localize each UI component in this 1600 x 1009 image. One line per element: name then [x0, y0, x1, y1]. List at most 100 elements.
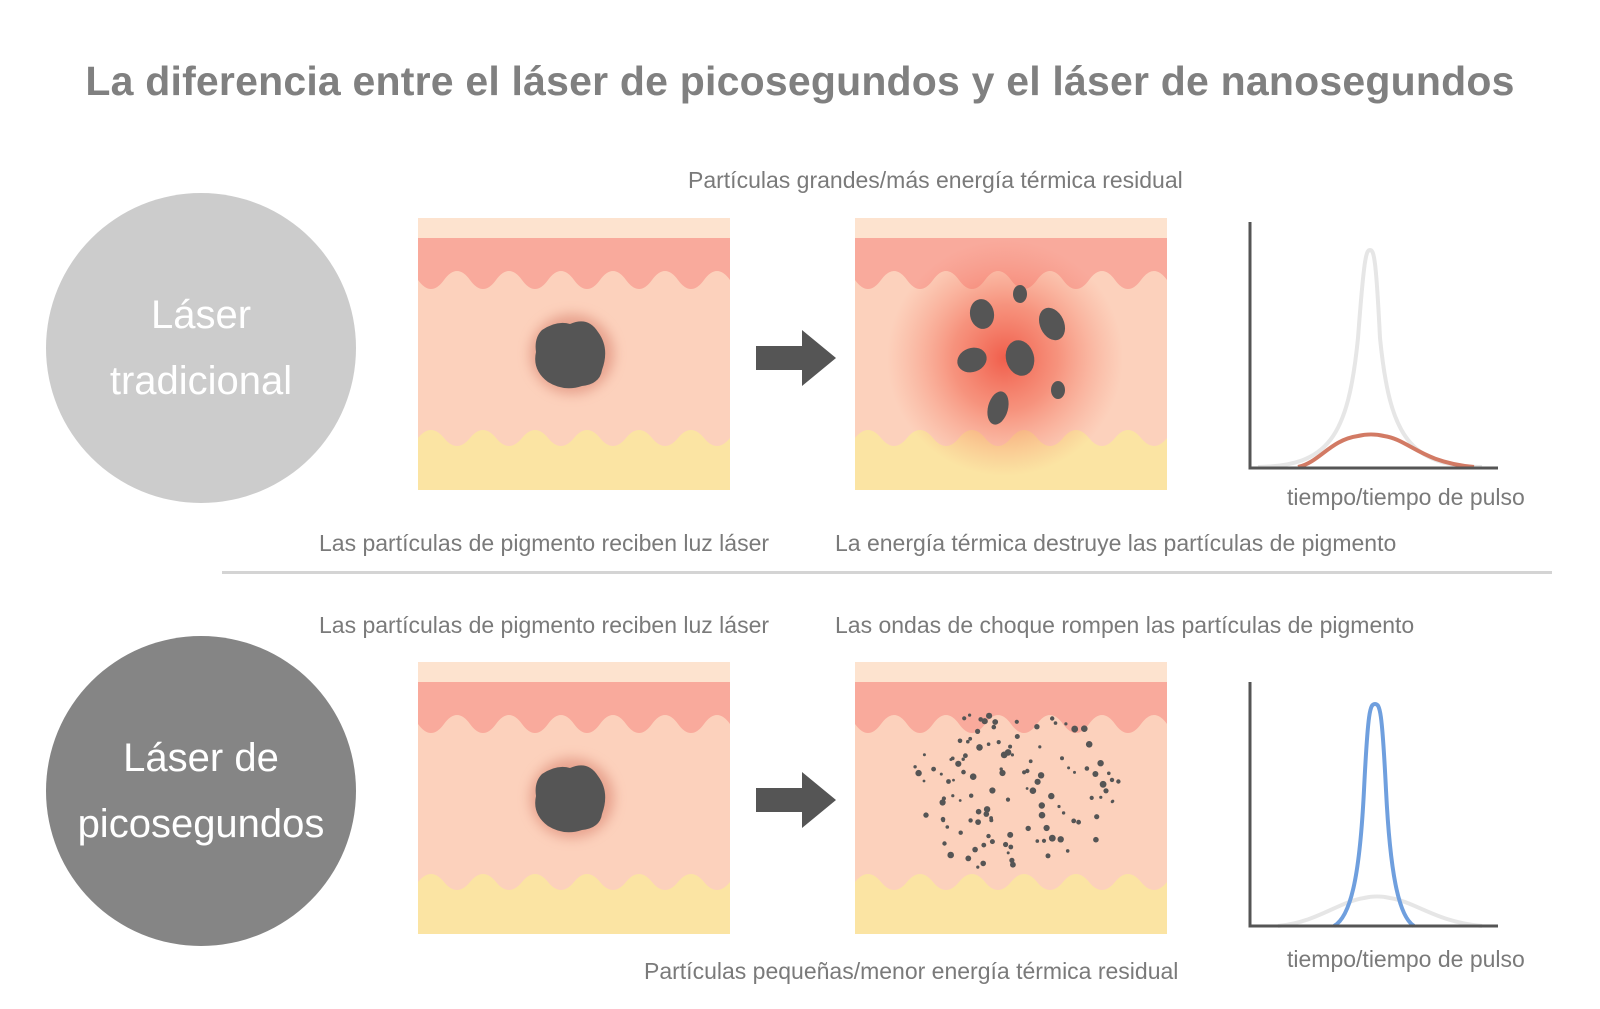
pigment-fragment	[1085, 741, 1093, 748]
pigment-fragment	[1072, 728, 1077, 733]
pigment-fragment	[1045, 853, 1051, 859]
pigment-fragment	[1038, 745, 1042, 749]
pigment-fragment	[1099, 780, 1107, 788]
pigment-fragment	[915, 769, 922, 777]
pigment-fragment	[992, 719, 999, 725]
pigment-fragment	[986, 742, 991, 746]
pigment-fragment	[986, 712, 993, 719]
pigment-fragment	[952, 778, 955, 782]
caption-thermal-destroys: La energía térmica destruye las partícul…	[835, 530, 1397, 556]
pigment-fragment	[922, 753, 926, 757]
pigment-fragment	[1048, 834, 1056, 842]
pigment-fragment	[1060, 756, 1064, 761]
pigment-fragment	[1008, 844, 1014, 850]
pigment-fragment	[1057, 804, 1061, 809]
pigment-fragment	[969, 793, 974, 798]
pigment-fragment	[955, 760, 962, 767]
pigment-fragment	[1035, 839, 1040, 843]
pigment-fragment	[966, 739, 970, 744]
page-title: La diferencia entre el láser de picosegu…	[85, 58, 1515, 104]
pigment-fragment	[942, 841, 947, 846]
pigment-fragment	[1010, 753, 1014, 757]
pigment-fragment	[1089, 795, 1094, 800]
caption-shockwave-breaks: Las ondas de choque rompen las partícula…	[835, 612, 1415, 638]
pigment-fragment	[975, 819, 981, 825]
pigment-fragment	[947, 851, 954, 859]
pigment-fragment	[1092, 771, 1099, 777]
pigment-fragment	[1035, 779, 1039, 783]
pigment-fragment	[968, 736, 973, 741]
pigment-fragment	[1061, 811, 1066, 815]
pigment-fragment	[958, 830, 963, 835]
pigment-fragment	[1038, 802, 1045, 809]
pigment-fragment	[999, 767, 1003, 771]
pigment-fragment	[965, 855, 972, 862]
picosecond-laser-circle: Láser de picosegundos	[46, 636, 356, 946]
pigment-fragment	[1094, 814, 1100, 820]
picosecond-laser-label-line2: picosegundos	[77, 802, 325, 846]
pigment-fragment	[950, 756, 955, 761]
pigment-particle-large	[535, 765, 606, 833]
graph-xlabel-picosecond: tiempo/tiempo de pulso	[1287, 946, 1525, 972]
picosecond-laser-label-line1: Láser de	[123, 736, 279, 780]
epidermis-wave-layer	[418, 238, 730, 289]
pigment-fragment	[939, 772, 943, 776]
pigment-fragment	[1073, 770, 1076, 774]
pigment-fragment	[980, 860, 986, 867]
pigment-fragment	[972, 846, 978, 853]
pigment-fragment	[1005, 797, 1011, 802]
pigment-fragment	[1109, 777, 1115, 783]
pigment-fragment	[940, 816, 946, 822]
pigment-fragment	[1099, 795, 1103, 799]
pigment-fragment	[945, 825, 950, 829]
pulse-curve-nanosecond	[1297, 432, 1475, 469]
right-arrow-icon	[756, 330, 836, 386]
pigment-fragment	[1025, 787, 1029, 790]
section-divider	[222, 571, 1552, 574]
pigment-fragment	[981, 842, 987, 848]
skin-panel-picosecond-before	[418, 662, 730, 934]
skin-panel-picosecond-after	[855, 662, 1167, 934]
pigment-fragment	[961, 769, 966, 775]
pigment-fragments-large	[957, 285, 1066, 425]
traditional-laser-circle: Láser tradicional	[46, 193, 356, 503]
pigment-fragment	[996, 740, 1001, 745]
caption-large-particles: Partículas grandes/más energía térmica r…	[688, 167, 1183, 193]
pigment-fragment	[986, 833, 991, 839]
pigment-fragment	[975, 808, 982, 815]
pigment-fragment	[961, 757, 965, 761]
pigment-fragment	[1093, 836, 1099, 843]
pigment-fragment	[1006, 851, 1010, 855]
pigment-fragment	[1014, 734, 1020, 739]
pigment-fragment	[1065, 849, 1070, 853]
epidermis-top-layer	[418, 218, 730, 238]
pigment-fragment	[1029, 787, 1037, 794]
pigment-fragment	[922, 779, 926, 783]
pigment-fragment	[1009, 857, 1015, 863]
pigment-fragment	[983, 811, 990, 817]
caption-receive-light-bottom: Las partículas de pigmento reciben luz l…	[319, 612, 770, 638]
pigment-fragment	[1084, 766, 1090, 771]
pigment-fragment	[983, 806, 991, 813]
pigment-fragment	[1116, 779, 1121, 784]
pigment-fragment	[975, 728, 981, 734]
pigment-fragment	[939, 799, 946, 806]
pigment-fragment	[981, 718, 988, 725]
pulse-graph-picosecond	[1248, 682, 1498, 928]
pulse-curve-picosecond	[1332, 701, 1416, 928]
pigment-fragment	[976, 744, 983, 751]
pulse-curve-ghost	[1257, 247, 1483, 469]
pigment-fragment	[1097, 760, 1104, 767]
pigment-fragment	[1025, 768, 1030, 774]
pigment-fragment	[1064, 722, 1068, 726]
graph-xlabel-traditional: tiempo/tiempo de pulso	[1287, 484, 1525, 510]
traditional-laser-label-line1: Láser	[150, 293, 252, 337]
pigment-fragments-fine	[913, 712, 1121, 869]
pigment-fragment	[1041, 838, 1047, 843]
pigment-fragment	[1111, 799, 1115, 803]
pigment-fragment	[1071, 818, 1077, 824]
caption-small-particles: Partículas pequeñas/menor energía térmic…	[644, 958, 1179, 984]
pigment-fragment	[991, 724, 997, 730]
pulse-curve-ghost	[1277, 894, 1483, 928]
pigment-fragment	[989, 816, 993, 820]
